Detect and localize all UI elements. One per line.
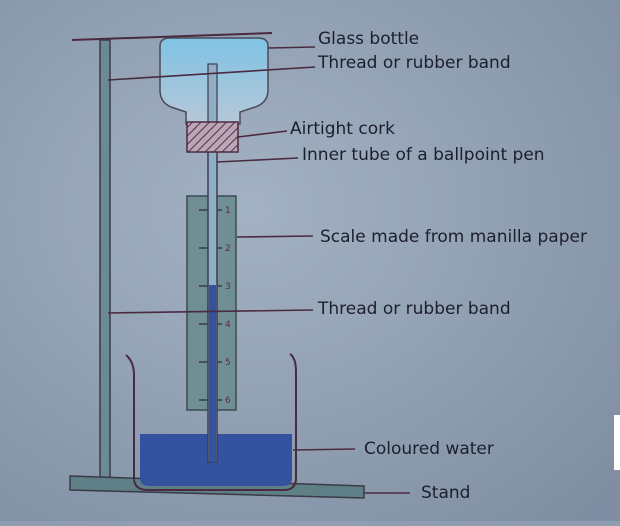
label-glass-bottle: Glass bottle: [318, 29, 419, 49]
label-thread-top: Thread or rubber band: [317, 53, 511, 73]
scale-mark-label: 3: [225, 282, 231, 292]
scale-mark-label: 2: [225, 244, 231, 254]
label-thread-middle: Thread or rubber band: [317, 299, 511, 319]
scale-mark-label: 5: [225, 358, 231, 368]
scale-mark-label: 1: [225, 206, 231, 216]
label-stand: Stand: [421, 483, 470, 503]
scale-mark-label: 6: [225, 396, 231, 406]
label-scale: Scale made from manilla paper: [320, 227, 587, 247]
page-edge: [614, 415, 620, 470]
leader-lines: [107, 46, 410, 494]
label-airtight-cork: Airtight cork: [290, 119, 395, 139]
glass-bottle: [159, 37, 269, 153]
label-coloured-water: Coloured water: [364, 439, 494, 459]
scale-mark-label: 4: [225, 320, 231, 330]
label-inner-tube: Inner tube of a ballpoint pen: [302, 145, 545, 165]
airtight-cork: [186, 121, 239, 153]
